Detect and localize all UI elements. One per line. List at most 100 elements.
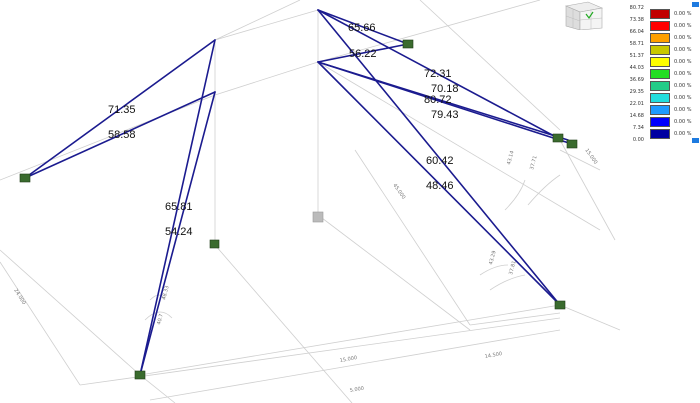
view-cube[interactable]: [558, 0, 606, 31]
legend-toggle-tab[interactable]: [692, 138, 699, 143]
angle-arc: [504, 179, 526, 211]
legend-value: 66.04: [629, 29, 644, 35]
member-value: 65.66: [348, 22, 376, 34]
support-node[interactable]: [552, 133, 564, 143]
member-line[interactable]: [317, 9, 557, 138]
grid-line: [139, 304, 561, 376]
legend-percent: 0.00 %: [674, 131, 692, 137]
dim-label: 43.14: [506, 150, 516, 165]
legend-value: 0.00: [632, 137, 644, 143]
grid-line: [214, 244, 353, 403]
member-value: 71.35: [108, 104, 136, 116]
legend-value: 58.71: [629, 41, 644, 47]
support-node[interactable]: [134, 370, 146, 380]
grid-line: [214, 0, 301, 41]
legend-value: 36.69: [629, 77, 644, 83]
member-value: 70.18: [431, 83, 459, 95]
legend-swatch: [650, 81, 670, 91]
angle-arc: [149, 294, 166, 301]
member-line[interactable]: [24, 39, 216, 179]
legend-value: 51.37: [629, 53, 644, 59]
legend-value: 80.72: [629, 5, 644, 11]
legend-swatch: [650, 129, 670, 139]
member-value: 80.72: [424, 94, 452, 106]
dimension-line: [149, 329, 561, 401]
member-line[interactable]: [317, 9, 409, 45]
legend-swatch: [650, 33, 670, 43]
legend-percent: 0.00 %: [674, 83, 692, 89]
support-node[interactable]: [566, 139, 578, 149]
dimension-line: [354, 149, 471, 326]
legend-percent: 0.00 %: [674, 11, 692, 17]
dimension-labels: 24.000 15.000 14.500 5.000 45.000 15.000…: [12, 148, 598, 394]
legend-value: 22.01: [629, 101, 644, 107]
grid-line: [559, 139, 616, 241]
dim-label: 40.7: [156, 313, 165, 325]
support-node[interactable]: [209, 239, 220, 249]
member-line[interactable]: [24, 91, 216, 179]
dim-label: 37.81: [508, 260, 518, 275]
legend-percent: 0.00 %: [674, 47, 692, 53]
legend-value: 29.35: [629, 89, 644, 95]
legend-swatch: [650, 105, 670, 115]
angle-arc: [144, 311, 173, 321]
grid-line: [0, 94, 216, 181]
member-value: 54.24: [165, 226, 193, 238]
support-node[interactable]: [19, 173, 31, 183]
dim-label: 43.29: [488, 250, 498, 265]
support-node-inactive[interactable]: [312, 211, 324, 223]
member-line[interactable]: [139, 91, 216, 376]
grid-line: [559, 304, 621, 331]
member-line[interactable]: [317, 9, 561, 306]
legend-swatch: [650, 45, 670, 55]
dim-label: 37.71: [529, 155, 539, 170]
dimension-line: [559, 149, 601, 171]
member-value: 60.42: [426, 155, 454, 167]
legend-value: 44.03: [629, 65, 644, 71]
reference-grid: [0, 0, 621, 403]
legend-toggle-tab[interactable]: [692, 2, 699, 7]
grid-line: [317, 61, 601, 231]
dim-label: 15.000: [339, 355, 357, 364]
dim-label: 24.000: [12, 288, 26, 306]
member-line[interactable]: [317, 61, 573, 145]
legend-swatch: [650, 93, 670, 103]
grid-line: [139, 374, 176, 403]
legend-percent: 0.00 %: [674, 71, 692, 77]
angle-arc: [489, 274, 526, 291]
member-value: 65.81: [165, 201, 193, 213]
dimension-line: [79, 317, 561, 386]
supports: [19, 39, 578, 380]
member-value: 58.58: [108, 129, 136, 141]
color-scale-legend: 80.72 73.38 66.04 58.71 51.37 44.03 36.6…: [616, 0, 700, 150]
dim-label: 5.000: [349, 386, 364, 394]
legend-percent: 0.00 %: [674, 59, 692, 65]
legend-swatch: [650, 69, 670, 79]
dim-label: 48.33: [161, 285, 171, 300]
legend-percent: 0.00 %: [674, 35, 692, 41]
member-line[interactable]: [317, 43, 409, 63]
dim-label: 45.000: [391, 183, 406, 201]
member-value: 56.22: [349, 48, 377, 60]
legend-value: 14.68: [629, 113, 644, 119]
grid-line: [317, 0, 541, 63]
legend-percent: 0.00 %: [674, 119, 692, 125]
legend-swatch: [650, 57, 670, 67]
grid-line: [214, 9, 319, 41]
legend-swatch: [650, 21, 670, 31]
member-line[interactable]: [139, 39, 216, 376]
dimension-line: [469, 312, 561, 326]
member-value-labels: 71.35 58.58 65.81 54.24 65.66 56.22 72.3…: [108, 22, 459, 238]
support-node[interactable]: [554, 300, 566, 310]
member-value: 72.31: [424, 68, 452, 80]
member-value: 79.43: [431, 109, 459, 121]
legend-swatch: [650, 117, 670, 127]
member-line[interactable]: [317, 61, 561, 306]
legend-percent: 0.00 %: [674, 95, 692, 101]
support-node[interactable]: [402, 39, 414, 49]
view-cube-icon: [564, 1, 604, 31]
grid-line: [0, 249, 141, 376]
legend-percent: 0.00 %: [674, 23, 692, 29]
member-value: 48.46: [426, 180, 454, 192]
